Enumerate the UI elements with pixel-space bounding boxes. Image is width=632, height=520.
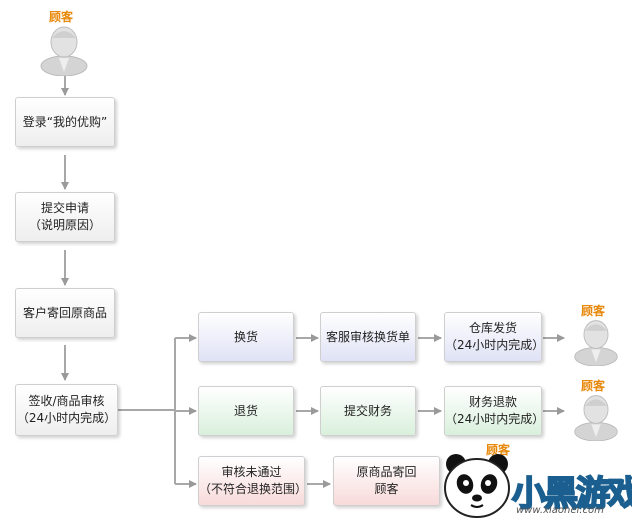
node-refund: 退货: [198, 386, 294, 436]
customer-avatar-icon: [40, 26, 88, 76]
customer-avatar-refund-icon: [574, 395, 618, 441]
node-finance-refund: 财务退款 （24小时内完成）: [444, 386, 544, 436]
customer-label-exchange: 顾客: [581, 304, 606, 318]
node-finance-submit: 提交财务: [320, 386, 416, 436]
node-submit-request: 提交申请 （说明原因）: [15, 192, 115, 242]
brand-url: www.xiaohei.com: [516, 505, 604, 516]
node-review-failed: 审核未通过 （不符合退换范围）: [198, 456, 307, 506]
node-warehouse-ship: 仓库发货 （24小时内完成）: [444, 312, 544, 362]
node-ship-back: 客户寄回原商品: [15, 288, 115, 338]
node-cs-review: 客服审核换货单: [320, 312, 416, 362]
customer-label-top: 顾客: [49, 10, 74, 24]
panda-logo-icon: [444, 454, 510, 518]
customer-avatar-exchange-icon: [574, 320, 618, 366]
customer-label-return: 顾客: [486, 443, 511, 457]
node-return-original: 原商品寄回 顾客: [333, 456, 440, 506]
customer-label-refund: 顾客: [581, 379, 606, 393]
node-exchange: 换货: [198, 312, 294, 362]
node-login: 登录“我的优购”: [15, 97, 115, 147]
brand-watermark: 小黑游戏: [511, 473, 632, 515]
node-receive-review: 签收/商品审核 （24小时内完成）: [15, 384, 118, 436]
